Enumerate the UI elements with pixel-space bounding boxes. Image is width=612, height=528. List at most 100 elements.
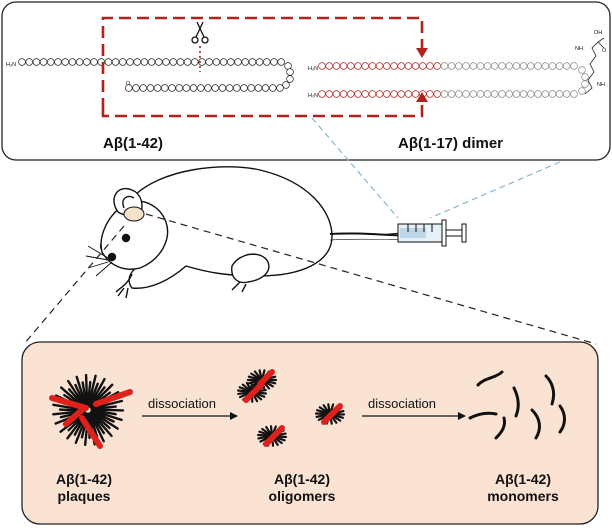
residue-circle — [183, 58, 192, 66]
syringe-guide-lines — [311, 117, 561, 219]
plaque-fibril — [75, 375, 88, 408]
residue-circle — [147, 58, 156, 66]
linker-structure — [584, 37, 605, 95]
residue-circle — [241, 58, 249, 66]
red-dashed-path — [101, 16, 424, 118]
dimer-residue-circle — [527, 90, 535, 98]
dimer-residue-circle — [339, 90, 348, 98]
dimer-residue-circle — [548, 62, 557, 70]
residue-circle — [169, 58, 177, 66]
dimer-residue-circle — [534, 90, 542, 98]
dimer-residue-circle — [375, 90, 384, 98]
residue-circle — [32, 58, 41, 66]
syringe-icon — [379, 219, 467, 247]
dimer-residue-circle — [512, 62, 521, 70]
residue-circle — [161, 84, 169, 92]
dimer-residue-circle — [433, 62, 441, 70]
dimer-residue-circle — [519, 90, 528, 98]
dimer-residue-circle — [578, 87, 586, 95]
dimer-residue-circle — [347, 62, 355, 70]
plaque-fibril — [90, 409, 123, 422]
dimer-residue-circle — [325, 90, 333, 98]
arrow2-label: dissociation — [368, 396, 436, 411]
residue-circle — [104, 58, 113, 66]
dimer-residue-circle — [455, 90, 463, 98]
dimer-residue-circle — [375, 62, 384, 70]
residue-circle — [133, 58, 141, 66]
dimer-residue-circle — [440, 62, 449, 70]
residue-circle — [204, 84, 212, 92]
residue-circle — [168, 84, 176, 92]
dimer-residue-circle — [354, 90, 362, 98]
dimer-residue-circle — [476, 62, 485, 70]
dimer-residue-circle — [433, 90, 441, 98]
dimer-residue-circle — [390, 62, 398, 70]
scissors-icon — [191, 21, 209, 44]
residue-circle — [146, 84, 155, 92]
dimer-residue-circle — [541, 62, 549, 70]
dimer-residue-circle — [555, 62, 564, 70]
residue-circle — [286, 75, 294, 83]
dimer-residue-circle — [318, 62, 326, 70]
residue-circle — [182, 84, 191, 92]
residue-circle — [153, 84, 162, 92]
residue-circle — [197, 84, 205, 92]
plaque-red-fibril — [93, 389, 133, 407]
dimer-residue-circle — [581, 73, 589, 81]
dimer-residue-circle — [354, 62, 362, 70]
nh2-label-d: H₂N — [308, 93, 318, 99]
residue-circle — [90, 58, 98, 66]
residue-circle — [269, 84, 277, 92]
residue-circle — [277, 58, 285, 66]
residue-circle — [191, 58, 199, 66]
residue-circle — [218, 84, 227, 92]
residue-circle — [83, 58, 91, 66]
residue-circle — [125, 84, 133, 92]
residue-circle — [211, 84, 219, 92]
residue-circle — [39, 58, 48, 66]
dimer-residue-circle — [563, 62, 571, 70]
residue-circle — [175, 84, 183, 92]
dimer-residue-circle — [563, 90, 571, 98]
oligomer-red-fibril — [321, 403, 343, 425]
residue-circle — [240, 84, 248, 92]
residue-circle — [132, 84, 140, 92]
nh-label-b: NH — [597, 82, 605, 88]
arrow-dissociation-1 — [142, 412, 238, 420]
monomers-label-line1: Aβ(1-42) — [495, 471, 551, 487]
plaque-fibril — [87, 374, 97, 408]
plaque-fibril — [88, 377, 106, 408]
dimer-residue-circle — [318, 90, 326, 98]
dimer-residue-circle — [390, 90, 398, 98]
dimer-residue-circle — [361, 90, 369, 98]
dimer-residue-circle — [368, 90, 377, 98]
plaque-fibril — [67, 379, 87, 409]
dimer-residue-circle — [469, 62, 477, 70]
dimer-residue-circle — [483, 90, 492, 98]
oh-label: OH — [594, 30, 602, 36]
dimer-residue-circle — [534, 62, 542, 70]
abeta42-peptide-chain — [18, 58, 294, 92]
residue-circle — [286, 68, 294, 76]
carbonyl-label: O — [126, 81, 131, 87]
mouse-illustration — [85, 166, 421, 299]
dimer-residue-circle — [505, 90, 513, 98]
dimer-residue-circle — [411, 90, 420, 98]
arrowheads — [416, 48, 428, 102]
residue-circle — [119, 58, 127, 66]
residue-circle — [261, 84, 270, 92]
residue-circle — [189, 84, 198, 92]
dimer-residue-circle — [440, 90, 449, 98]
residue-circle — [270, 58, 278, 66]
dimer-residue-circle — [462, 62, 470, 70]
residue-circle — [276, 84, 284, 92]
residue-circle — [205, 58, 213, 66]
residue-circle — [47, 58, 55, 66]
residue-circle — [111, 58, 120, 66]
residue-circle — [254, 84, 263, 92]
dimer-residue-circle — [383, 62, 391, 70]
plaque-fibril — [90, 408, 125, 412]
dimer-residue-circle — [426, 90, 434, 98]
residue-circle — [263, 58, 271, 66]
dimer-residue-circle — [404, 90, 413, 98]
